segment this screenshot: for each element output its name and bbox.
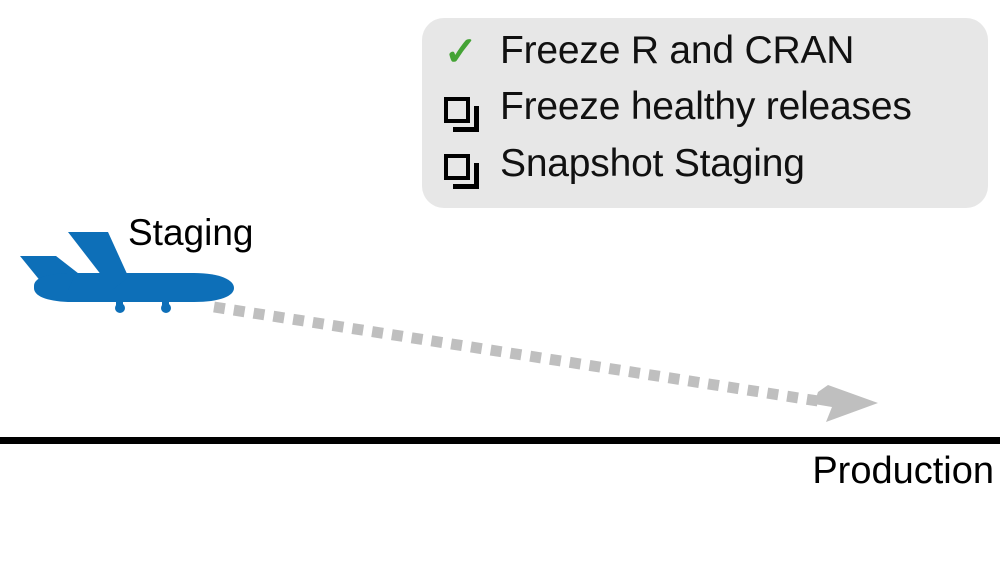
- checklist-panel: ✓ Freeze R and CRAN Freeze healthy relea…: [422, 18, 988, 208]
- checklist-item-snapshot-staging[interactable]: Snapshot Staging: [422, 144, 988, 201]
- production-label: Production: [812, 450, 994, 492]
- ground-line: [0, 437, 1000, 444]
- check-icon[interactable]: ✓: [438, 30, 500, 72]
- checkbox-glyph: [444, 154, 479, 189]
- checklist-item-label: Snapshot Staging: [500, 142, 805, 185]
- check-mark-glyph: ✓: [444, 30, 478, 74]
- checklist-item-label: Freeze healthy releases: [500, 85, 912, 128]
- checklist-item-freeze-r-and-cran[interactable]: ✓ Freeze R and CRAN: [422, 30, 988, 87]
- staging-label: Staging: [128, 212, 254, 253]
- checkbox-glyph: [444, 97, 479, 132]
- checklist-item-freeze-healthy-releases[interactable]: Freeze healthy releases: [422, 87, 988, 144]
- checklist-item-label: Freeze R and CRAN: [500, 29, 855, 72]
- dotted-arrow-icon: [213, 301, 878, 422]
- checkbox-icon[interactable]: [438, 93, 500, 132]
- airplane-icon: [20, 232, 234, 313]
- checkbox-icon[interactable]: [438, 150, 500, 189]
